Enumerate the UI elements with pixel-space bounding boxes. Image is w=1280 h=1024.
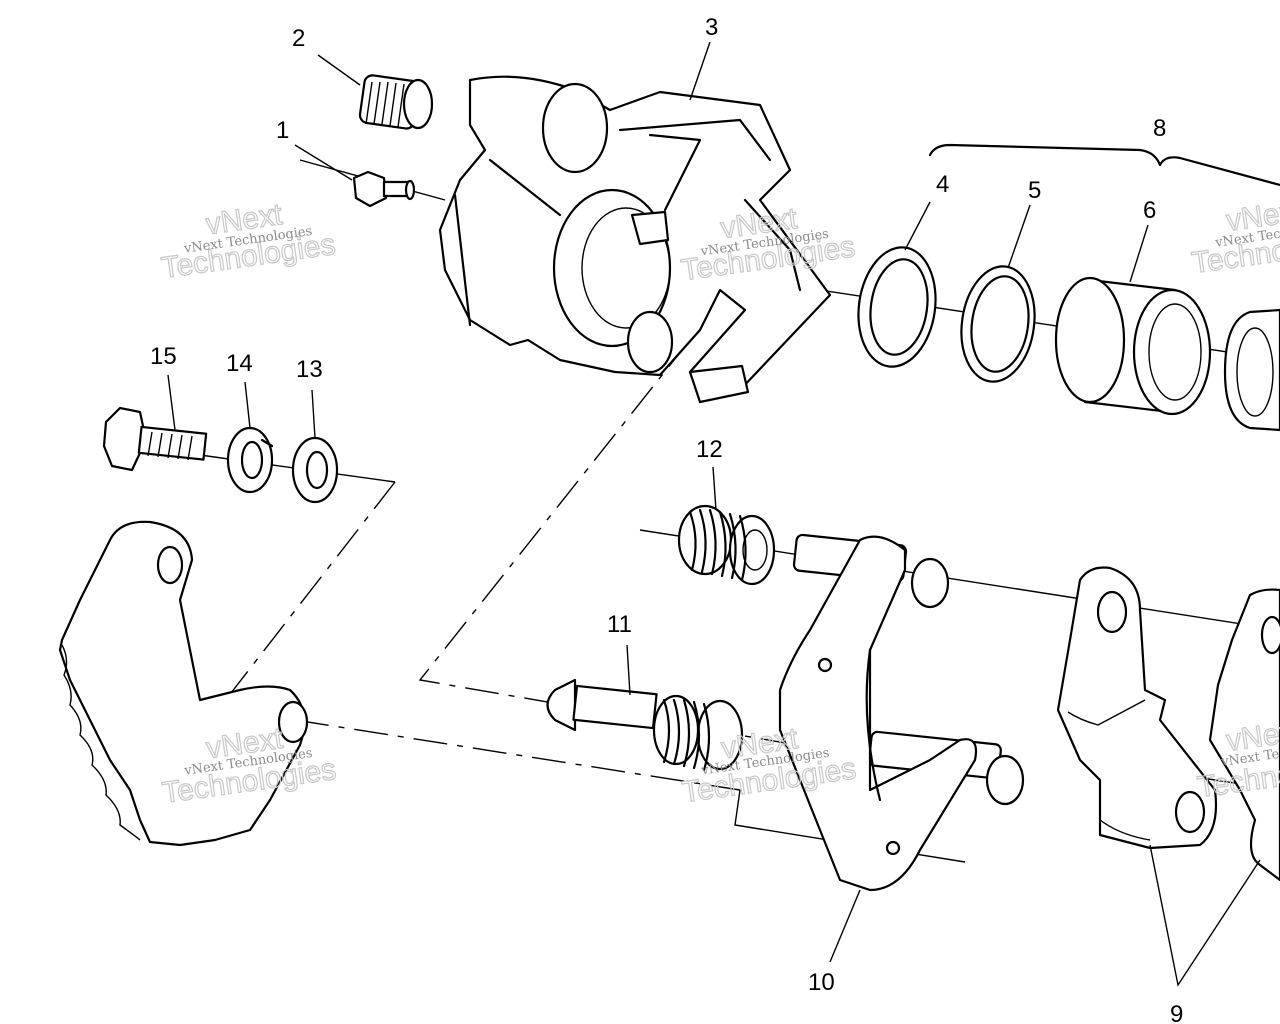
callout-3: 3 <box>705 14 718 41</box>
watermark-1: vNext Technologies vNext Technologies <box>159 197 338 285</box>
callout-12: 12 <box>696 436 723 463</box>
part-15-bolt <box>102 406 208 472</box>
callout-10: 10 <box>808 969 835 996</box>
part-6-piston <box>1054 276 1212 416</box>
callout-numbers: 1 2 3 4 5 6 8 9 10 11 12 13 14 15 <box>150 14 1183 1024</box>
callout-6: 6 <box>1143 197 1156 224</box>
callout-15: 15 <box>150 343 177 370</box>
callout-1: 1 <box>276 117 289 144</box>
callout-8: 8 <box>1153 115 1166 142</box>
part-11-pin <box>546 678 744 772</box>
part-5-seal <box>960 265 1036 383</box>
part-2-bleeder <box>358 74 434 130</box>
callout-11: 11 <box>607 611 632 638</box>
watermark-3: vNext Technologies vNext Technologies <box>1189 194 1280 281</box>
callout-4: 4 <box>936 171 949 198</box>
part-10-carrier <box>778 533 1025 892</box>
callout-9: 9 <box>1170 1001 1183 1024</box>
part-3-caliper <box>438 75 832 404</box>
callout-14: 14 <box>226 350 253 377</box>
callout-leaders <box>167 41 1261 987</box>
part-14-lockwasher <box>226 426 274 494</box>
part-9-pad-inner <box>1056 566 1218 850</box>
callout-5: 5 <box>1028 177 1041 204</box>
part-4-seal <box>857 246 937 368</box>
part-1-fitting <box>352 170 416 208</box>
callout-13: 13 <box>296 356 323 383</box>
part-13-washer <box>291 436 339 504</box>
part-12-spring <box>677 504 776 586</box>
callout-2: 2 <box>292 25 305 52</box>
part-7-piston-partial <box>1223 308 1280 432</box>
bracket-8 <box>928 143 1280 187</box>
mounting-bracket <box>58 520 309 847</box>
